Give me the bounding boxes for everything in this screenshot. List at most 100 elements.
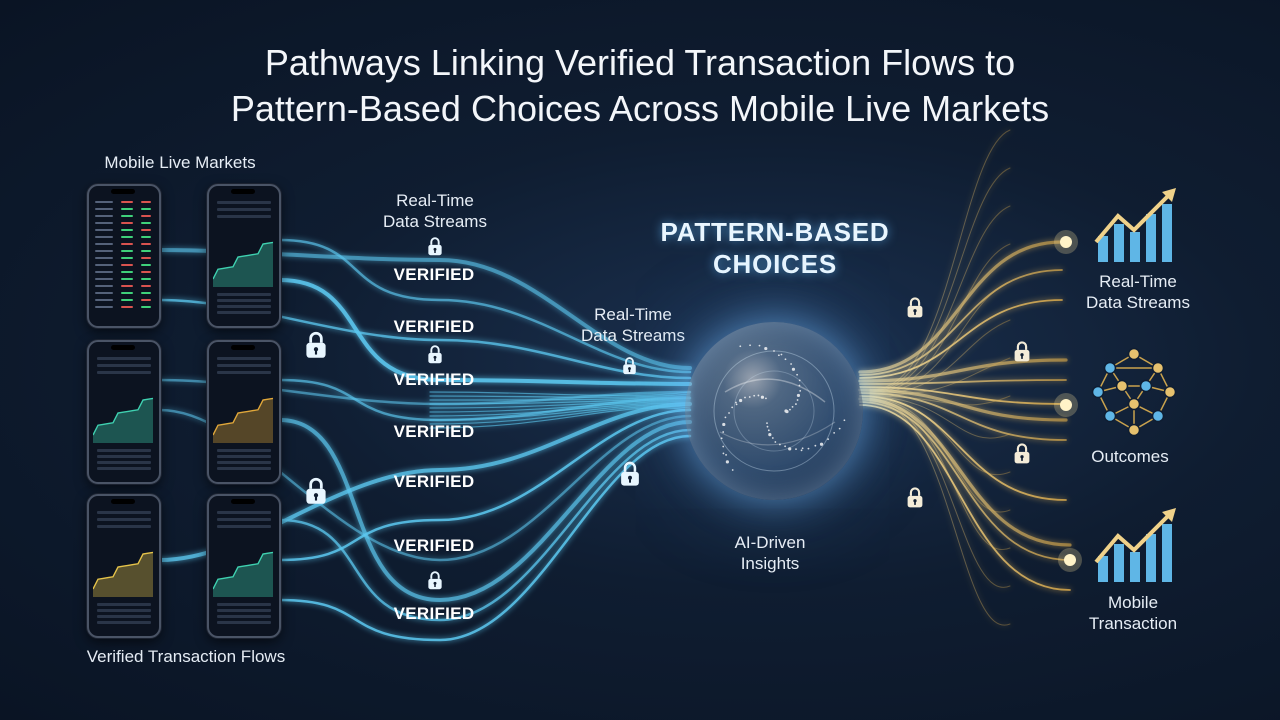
orb-sparkle bbox=[779, 443, 781, 446]
screen-bar bbox=[217, 603, 271, 606]
screen-bar bbox=[97, 455, 151, 458]
pattern-based-line1: PATTERN-BASED bbox=[660, 217, 890, 247]
orb-sparkle bbox=[795, 448, 797, 451]
title-line-2: Pattern-Based Choices Across Mobile Live… bbox=[230, 88, 1050, 129]
orb-sparkle bbox=[838, 427, 841, 430]
title-line-1: Pathways Linking Verified Transaction Fl… bbox=[264, 42, 1016, 83]
orb-sparkle bbox=[735, 403, 738, 406]
phone-screen bbox=[213, 507, 275, 630]
orb-sparkle bbox=[796, 393, 801, 398]
orb-sparkle bbox=[768, 433, 772, 437]
mobile-live-markets-label: Mobile Live Markets bbox=[104, 153, 256, 172]
verified-badge: VERIFIED bbox=[393, 536, 475, 555]
phone-screen bbox=[213, 353, 275, 476]
orb-sparkle bbox=[722, 452, 725, 455]
gold-flow-line bbox=[869, 400, 1011, 588]
mini-chart bbox=[213, 551, 274, 597]
orb-sparkle bbox=[791, 405, 794, 408]
orb-sparkle bbox=[744, 396, 746, 399]
orb-sparkle bbox=[757, 394, 760, 397]
orb-sparkle bbox=[791, 367, 796, 371]
orb-sparkle bbox=[748, 396, 751, 398]
orb-sparkle bbox=[796, 399, 799, 401]
orb-sparkle bbox=[784, 358, 787, 361]
lock-icon bbox=[907, 487, 923, 508]
orb-sparkle bbox=[735, 401, 737, 404]
blue-flow-line bbox=[429, 393, 691, 398]
screen-bar bbox=[217, 305, 271, 308]
mobile-phone bbox=[207, 184, 281, 328]
screen-bar bbox=[217, 364, 271, 367]
orb-sparkle bbox=[788, 447, 792, 451]
blue-flow-line bbox=[429, 399, 691, 409]
flow-endpoint-dot bbox=[1060, 236, 1072, 248]
blue-flow-line bbox=[278, 408, 692, 562]
screen-bar bbox=[97, 467, 151, 470]
mobile-transaction-line1: Mobile bbox=[1107, 593, 1159, 612]
realtime-mid-line2: Data Streams bbox=[581, 326, 685, 345]
orb-sparkle bbox=[767, 429, 770, 432]
verified-badge: VERIFIED bbox=[393, 317, 475, 336]
lock-icon bbox=[306, 331, 326, 358]
realtime-top-line2: Data Streams bbox=[383, 212, 487, 231]
screen-bar bbox=[217, 201, 271, 204]
screen-bar bbox=[217, 525, 271, 528]
screen-bar bbox=[217, 215, 271, 218]
growth-chart-icon bbox=[1094, 508, 1176, 582]
orb-sparkle bbox=[796, 373, 799, 376]
orb-sparkle bbox=[827, 438, 830, 441]
mini-chart bbox=[93, 397, 154, 443]
orb-sparkle bbox=[720, 437, 723, 440]
screen-bar bbox=[217, 518, 271, 521]
gold-flow-line bbox=[859, 299, 1063, 379]
list-row bbox=[95, 292, 153, 295]
right-realtime-line1: Real-Time bbox=[1099, 272, 1177, 291]
lock-icon bbox=[1014, 341, 1030, 362]
orb-sparkle bbox=[795, 403, 797, 405]
orb-sparkle bbox=[722, 422, 726, 427]
orb-sparkle bbox=[833, 431, 836, 434]
blue-flow-line bbox=[429, 407, 691, 429]
phone-notch bbox=[231, 189, 255, 194]
phone-notch bbox=[111, 189, 135, 194]
mobile-transaction-label: Mobile Transaction bbox=[1070, 592, 1196, 634]
screen-bar bbox=[97, 371, 151, 374]
orb-sparkle bbox=[753, 394, 756, 397]
blue-flow-line bbox=[278, 238, 692, 374]
orb-sparkle bbox=[771, 437, 774, 439]
orb-sparkle bbox=[777, 354, 780, 357]
realtime-top-line1: Real-Time bbox=[396, 191, 474, 210]
screen-bar bbox=[217, 461, 271, 464]
verified-badge: VERIFIED bbox=[393, 265, 475, 284]
network-node bbox=[1127, 423, 1141, 437]
orb-sparkle bbox=[790, 363, 793, 365]
orb-sparkle bbox=[774, 441, 777, 443]
network-node bbox=[1151, 361, 1165, 375]
phone-notch bbox=[231, 345, 255, 350]
blue-flow-line bbox=[429, 391, 691, 397]
gold-flow-line bbox=[859, 269, 1063, 376]
mobile-phone bbox=[87, 340, 161, 484]
lock-icon bbox=[428, 345, 442, 364]
mobile-phone bbox=[87, 184, 161, 328]
mobile-phone bbox=[87, 494, 161, 638]
orb-sparkle bbox=[725, 460, 729, 464]
screen-bar bbox=[97, 357, 151, 360]
mini-chart bbox=[213, 241, 274, 287]
screen-bar bbox=[217, 615, 271, 618]
screen-bar bbox=[217, 311, 271, 314]
screen-bar bbox=[97, 511, 151, 514]
orb-sparkle bbox=[784, 445, 787, 448]
phone-screen bbox=[93, 507, 155, 630]
screen-bar bbox=[217, 357, 271, 360]
screen-bar bbox=[217, 467, 271, 470]
verified-badge: VERIFIED bbox=[393, 604, 475, 623]
network-node bbox=[1091, 385, 1105, 399]
orb-sparkle bbox=[801, 447, 804, 450]
blue-flow-line bbox=[278, 418, 692, 603]
screen-bar bbox=[97, 603, 151, 606]
orb-sparkle bbox=[764, 346, 768, 351]
gold-flow-line bbox=[869, 395, 1011, 406]
blue-flow-line bbox=[278, 278, 692, 386]
list-row bbox=[95, 236, 153, 239]
